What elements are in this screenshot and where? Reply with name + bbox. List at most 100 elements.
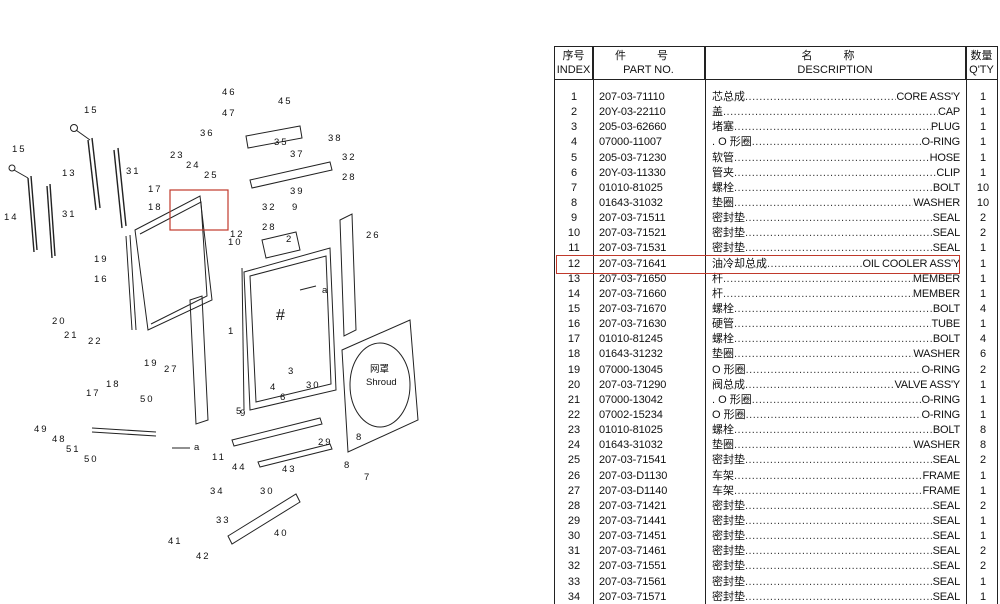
row-description-en: MEMBER (912, 272, 960, 285)
row-description-en: CAP (937, 106, 960, 119)
row-qty: 1 (979, 408, 987, 421)
side-frames (189, 213, 357, 425)
row-description: 密封垫.....................................… (712, 559, 960, 574)
row-description-cn: 硬管 (712, 318, 734, 331)
row-description: O 形圈....................................… (712, 408, 960, 423)
header-qty: 数量 Q'TY (969, 50, 994, 76)
row-part-number: 207-03-71290 (599, 378, 667, 391)
callout-number: 20 (52, 316, 67, 327)
row-part-number: 207-03-71451 (599, 530, 667, 543)
row-qty: 4 (979, 302, 987, 315)
row-description-en: SEAL (932, 545, 960, 558)
row-index: 24 (567, 439, 581, 452)
row-index: 21 (567, 393, 581, 406)
row-index: 3 (570, 121, 578, 134)
row-qty: 2 (979, 454, 987, 467)
callout-number: 49 (34, 424, 49, 435)
leader-dots: ........................................… (745, 212, 933, 225)
row-description: 螺栓......................................… (712, 181, 960, 196)
row-index: 16 (567, 318, 581, 331)
row-description: 车架......................................… (712, 469, 960, 484)
callout-number: 46 (222, 87, 237, 98)
callout-number: 42 (196, 551, 211, 562)
row-description: 螺栓......................................… (712, 332, 960, 347)
leader-dots: ........................................… (734, 348, 913, 361)
row-description-cn: 车架 (712, 469, 734, 482)
leader-dots: ........................................… (745, 91, 896, 103)
row-description-en: SEAL (932, 227, 960, 240)
row-description: 螺栓......................................… (712, 302, 960, 317)
row-part-number: 207-03-71561 (599, 575, 667, 588)
row-qty: 1 (979, 575, 987, 588)
row-description-cn: 密封垫 (712, 227, 745, 240)
row-description-cn: 垫圈 (712, 439, 734, 452)
row-part-number: 07000-13045 (599, 363, 663, 376)
row-description: 杆.......................................… (712, 287, 960, 302)
row-index: 10 (567, 227, 581, 240)
callout-number: 8 (356, 432, 363, 443)
row-description-cn: 垫圈 (712, 348, 734, 361)
row-description-cn: 软管 (712, 151, 734, 164)
row-index: 1 (570, 91, 578, 103)
row-index: 7 (570, 181, 578, 194)
row-description: 阀总成.....................................… (712, 378, 960, 393)
header-index: 序号 INDEX (555, 47, 593, 79)
callout-number: 10 (228, 237, 243, 248)
row-description-cn: 杆 (712, 287, 723, 300)
row-description-cn: 芯总成 (712, 91, 745, 103)
leader-dots: ........................................… (745, 560, 933, 573)
row-qty: 8 (979, 439, 987, 452)
row-description-cn: 螺栓 (712, 181, 734, 194)
row-index: 6 (570, 166, 578, 179)
row-description: 软管......................................… (712, 151, 960, 166)
leader-dots: ........................................… (734, 424, 933, 437)
callout-number: 6 (280, 392, 287, 403)
row-qty: 1 (979, 514, 987, 527)
row-description-en: O-RING (921, 408, 960, 421)
row-description: 密封垫.....................................… (712, 590, 960, 604)
callout-number: 33 (216, 515, 231, 526)
leader-dots: ........................................… (751, 393, 922, 406)
row-part-number: 01010-81245 (599, 333, 663, 346)
callout-number: 15 (12, 144, 27, 155)
row-qty: 1 (979, 318, 987, 331)
leader-dots: ........................................… (745, 530, 933, 543)
callout-number: 17 (86, 388, 101, 399)
row-part-number: 207-03-D1140 (599, 484, 668, 497)
row-description: 车架......................................… (712, 484, 960, 499)
callout-number: 32 (342, 152, 357, 163)
row-index: 26 (567, 469, 581, 482)
row-description-en: WASHER (913, 348, 960, 361)
svg-text:a: a (194, 442, 201, 453)
leader-dots: ........................................… (723, 287, 913, 300)
callout-number: 28 (262, 222, 277, 233)
row-index: 4 (570, 136, 578, 149)
row-description-en: O-RING (921, 363, 960, 376)
row-description: 盖.......................................… (712, 105, 960, 120)
row-description-cn: 密封垫 (712, 499, 745, 512)
row-description: 密封垫.....................................… (712, 575, 960, 590)
row-part-number: 207-03-71521 (599, 227, 667, 240)
row-description-en: SEAL (932, 454, 960, 467)
row-description-en: SEAL (932, 212, 960, 225)
header-description: 名 称 DESCRIPTION (705, 47, 966, 79)
column-divider (593, 46, 594, 604)
row-part-number: 207-03-71110 (599, 91, 665, 103)
row-qty: 2 (979, 212, 987, 225)
row-index: 14 (567, 287, 581, 300)
row-description: . O 形圈..................................… (712, 393, 960, 408)
row-index: 22 (567, 408, 581, 421)
callout-number: 35 (274, 137, 289, 148)
row-description-cn: 盖 (712, 106, 723, 119)
callout-number: 21 (64, 330, 79, 341)
leader-dots: ........................................… (723, 272, 913, 285)
row-qty: 1 (979, 272, 987, 285)
leader-dots: ........................................… (751, 136, 922, 149)
